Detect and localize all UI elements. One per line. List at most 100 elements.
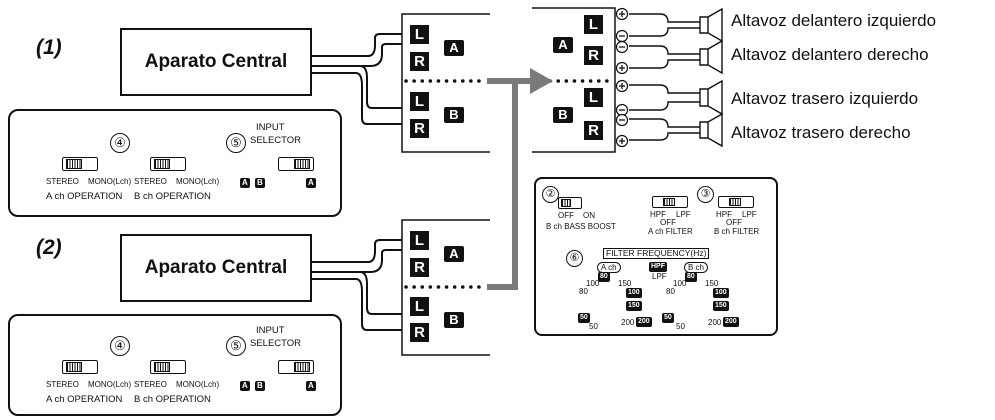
input-selector-switch[interactable] xyxy=(278,157,314,171)
b-dial-150-tag: 150 xyxy=(713,301,729,311)
a-ch-operation-switch[interactable] xyxy=(62,360,98,374)
b-ch-operation-label: B ch OPERATION xyxy=(134,394,211,405)
b-stereo-label: STEREO xyxy=(134,380,167,389)
b-ch-filter-label: B ch FILTER xyxy=(714,227,760,236)
a-dial-100-tag: 100 xyxy=(626,288,642,298)
input-label: INPUT xyxy=(256,325,285,336)
selector-tag-b: B xyxy=(255,381,265,391)
switch-panel-1: ④ ⑤ INPUT SELECTOR STEREO MONO(Lch) STER… xyxy=(8,109,342,217)
selector-tag-a-only: A xyxy=(306,381,316,391)
a-stereo-label: STEREO xyxy=(46,177,79,186)
selector-label: SELECTOR xyxy=(250,135,302,146)
label-5: ⑤ xyxy=(226,133,246,153)
a-dial-50-tag: 50 xyxy=(578,313,590,323)
terminal-r-a1: R xyxy=(410,52,429,71)
label-3: ③ xyxy=(697,186,714,203)
b-dial-50: 50 xyxy=(676,322,685,331)
b-stereo-label: STEREO xyxy=(134,177,167,186)
selector-label: SELECTOR xyxy=(250,338,302,349)
b-dial-200-tag: 200 xyxy=(723,317,739,327)
speaker-rear-right-label: Altavoz trasero derecho xyxy=(731,123,911,142)
b-mono-label: MONO(Lch) xyxy=(176,380,220,389)
a-dial-50: 50 xyxy=(589,322,598,331)
terminal-l-b2: L xyxy=(410,297,429,316)
input-label: INPUT xyxy=(256,122,285,133)
amp-terminal-r-b: R xyxy=(584,121,603,140)
label-4: ④ xyxy=(110,133,130,153)
b-off-label: OFF xyxy=(726,218,742,227)
a-dial-80-tag: 80 xyxy=(598,272,610,282)
selector-tag-a-only: A xyxy=(306,178,316,188)
a-mono-label: MONO(Lch) xyxy=(88,380,132,389)
amp-channel-a-tag: A xyxy=(553,37,573,53)
b-ch-operation-switch[interactable] xyxy=(150,157,186,171)
a-dial-100: 100 xyxy=(586,279,600,288)
channel-b-tag-1: B xyxy=(444,107,464,123)
b-lpf-label: LPF xyxy=(742,210,757,219)
amp-terminal-r-a: R xyxy=(584,46,603,65)
a-off-label: OFF xyxy=(660,218,676,227)
a-lpf-label: LPF xyxy=(676,210,691,219)
lpf-mid-label: LPF xyxy=(652,272,667,281)
b-mono-label: MONO(Lch) xyxy=(176,177,220,186)
b-dial-150: 150 xyxy=(705,279,719,288)
amp-terminal-l-a: L xyxy=(584,15,603,34)
label-2: ② xyxy=(542,186,559,203)
hpf-tag: HPF xyxy=(649,262,667,272)
b-ch-operation-label: B ch OPERATION xyxy=(134,191,211,202)
amp-terminal-l-b: L xyxy=(584,88,603,107)
b-dial-80-tag: 80 xyxy=(685,272,697,282)
label-4: ④ xyxy=(110,336,130,356)
a-ch-operation-label: A ch OPERATION xyxy=(46,191,123,202)
channel-a-tag-2: A xyxy=(444,246,464,262)
b-dial-100-tag: 100 xyxy=(713,288,729,298)
terminal-l-a2: L xyxy=(410,231,429,250)
b-dial-80: 80 xyxy=(666,287,675,296)
terminal-r-a2: R xyxy=(410,258,429,277)
a-dial-200-tag: 200 xyxy=(636,317,652,327)
input-selector-switch[interactable] xyxy=(278,360,314,374)
selector-tag-a: A xyxy=(240,381,250,391)
terminal-r-b1: R xyxy=(410,119,429,138)
a-hpf-label: HPF xyxy=(650,210,666,219)
a-dial-150-tag: 150 xyxy=(626,301,642,311)
b-hpf-label: HPF xyxy=(716,210,732,219)
section-1-label: (1) xyxy=(36,36,62,59)
section-2-label: (2) xyxy=(36,236,62,259)
a-ch-operation-switch[interactable] xyxy=(62,157,98,171)
switch-panel-2: ④ ⑤ INPUT SELECTOR STEREO MONO(Lch) STER… xyxy=(8,314,342,416)
bass-boost-switch[interactable] xyxy=(558,197,582,209)
channel-b-tag-2: B xyxy=(444,312,464,328)
label-6: ⑥ xyxy=(566,250,583,267)
a-dial-200: 200 xyxy=(621,318,635,327)
selector-tag-a: A xyxy=(240,178,250,188)
amp-channel-b-tag: B xyxy=(553,107,573,123)
speaker-rear-left-label: Altavoz trasero izquierdo xyxy=(731,89,919,108)
b-ch-filter-switch[interactable] xyxy=(718,196,754,208)
a-ch-operation-label: A ch OPERATION xyxy=(46,394,123,405)
selector-tag-b: B xyxy=(255,178,265,188)
terminal-r-b2: R xyxy=(410,323,429,342)
a-dial-80: 80 xyxy=(579,287,588,296)
speaker-front-left-label: Altavoz delantero izquierdo xyxy=(731,11,937,30)
filter-frequency-label: FILTER FREQUENCY(Hz) xyxy=(603,248,710,259)
b-dial-100: 100 xyxy=(673,279,687,288)
bass-boost-label: B ch BASS BOOST xyxy=(546,222,616,231)
central-unit-2: Aparato Central xyxy=(120,234,312,302)
a-stereo-label: STEREO xyxy=(46,380,79,389)
channel-a-tag-1: A xyxy=(444,40,464,56)
a-ch-filter-label: A ch FILTER xyxy=(648,227,693,236)
central-unit-1: Aparato Central xyxy=(120,28,312,96)
terminal-l-b1: L xyxy=(410,92,429,111)
a-ch-filter-switch[interactable] xyxy=(652,196,688,208)
b-dial-50-tag: 50 xyxy=(662,313,674,323)
bass-boost-on-label: ON xyxy=(583,211,595,220)
terminal-l-a1: L xyxy=(410,25,429,44)
a-dial-150: 150 xyxy=(618,279,632,288)
label-5: ⑤ xyxy=(226,336,246,356)
a-mono-label: MONO(Lch) xyxy=(88,177,132,186)
b-ch-operation-switch[interactable] xyxy=(150,360,186,374)
speaker-front-right-label: Altavoz delantero derecho xyxy=(731,45,929,64)
b-dial-200: 200 xyxy=(708,318,722,327)
bass-boost-off-label: OFF xyxy=(558,211,574,220)
